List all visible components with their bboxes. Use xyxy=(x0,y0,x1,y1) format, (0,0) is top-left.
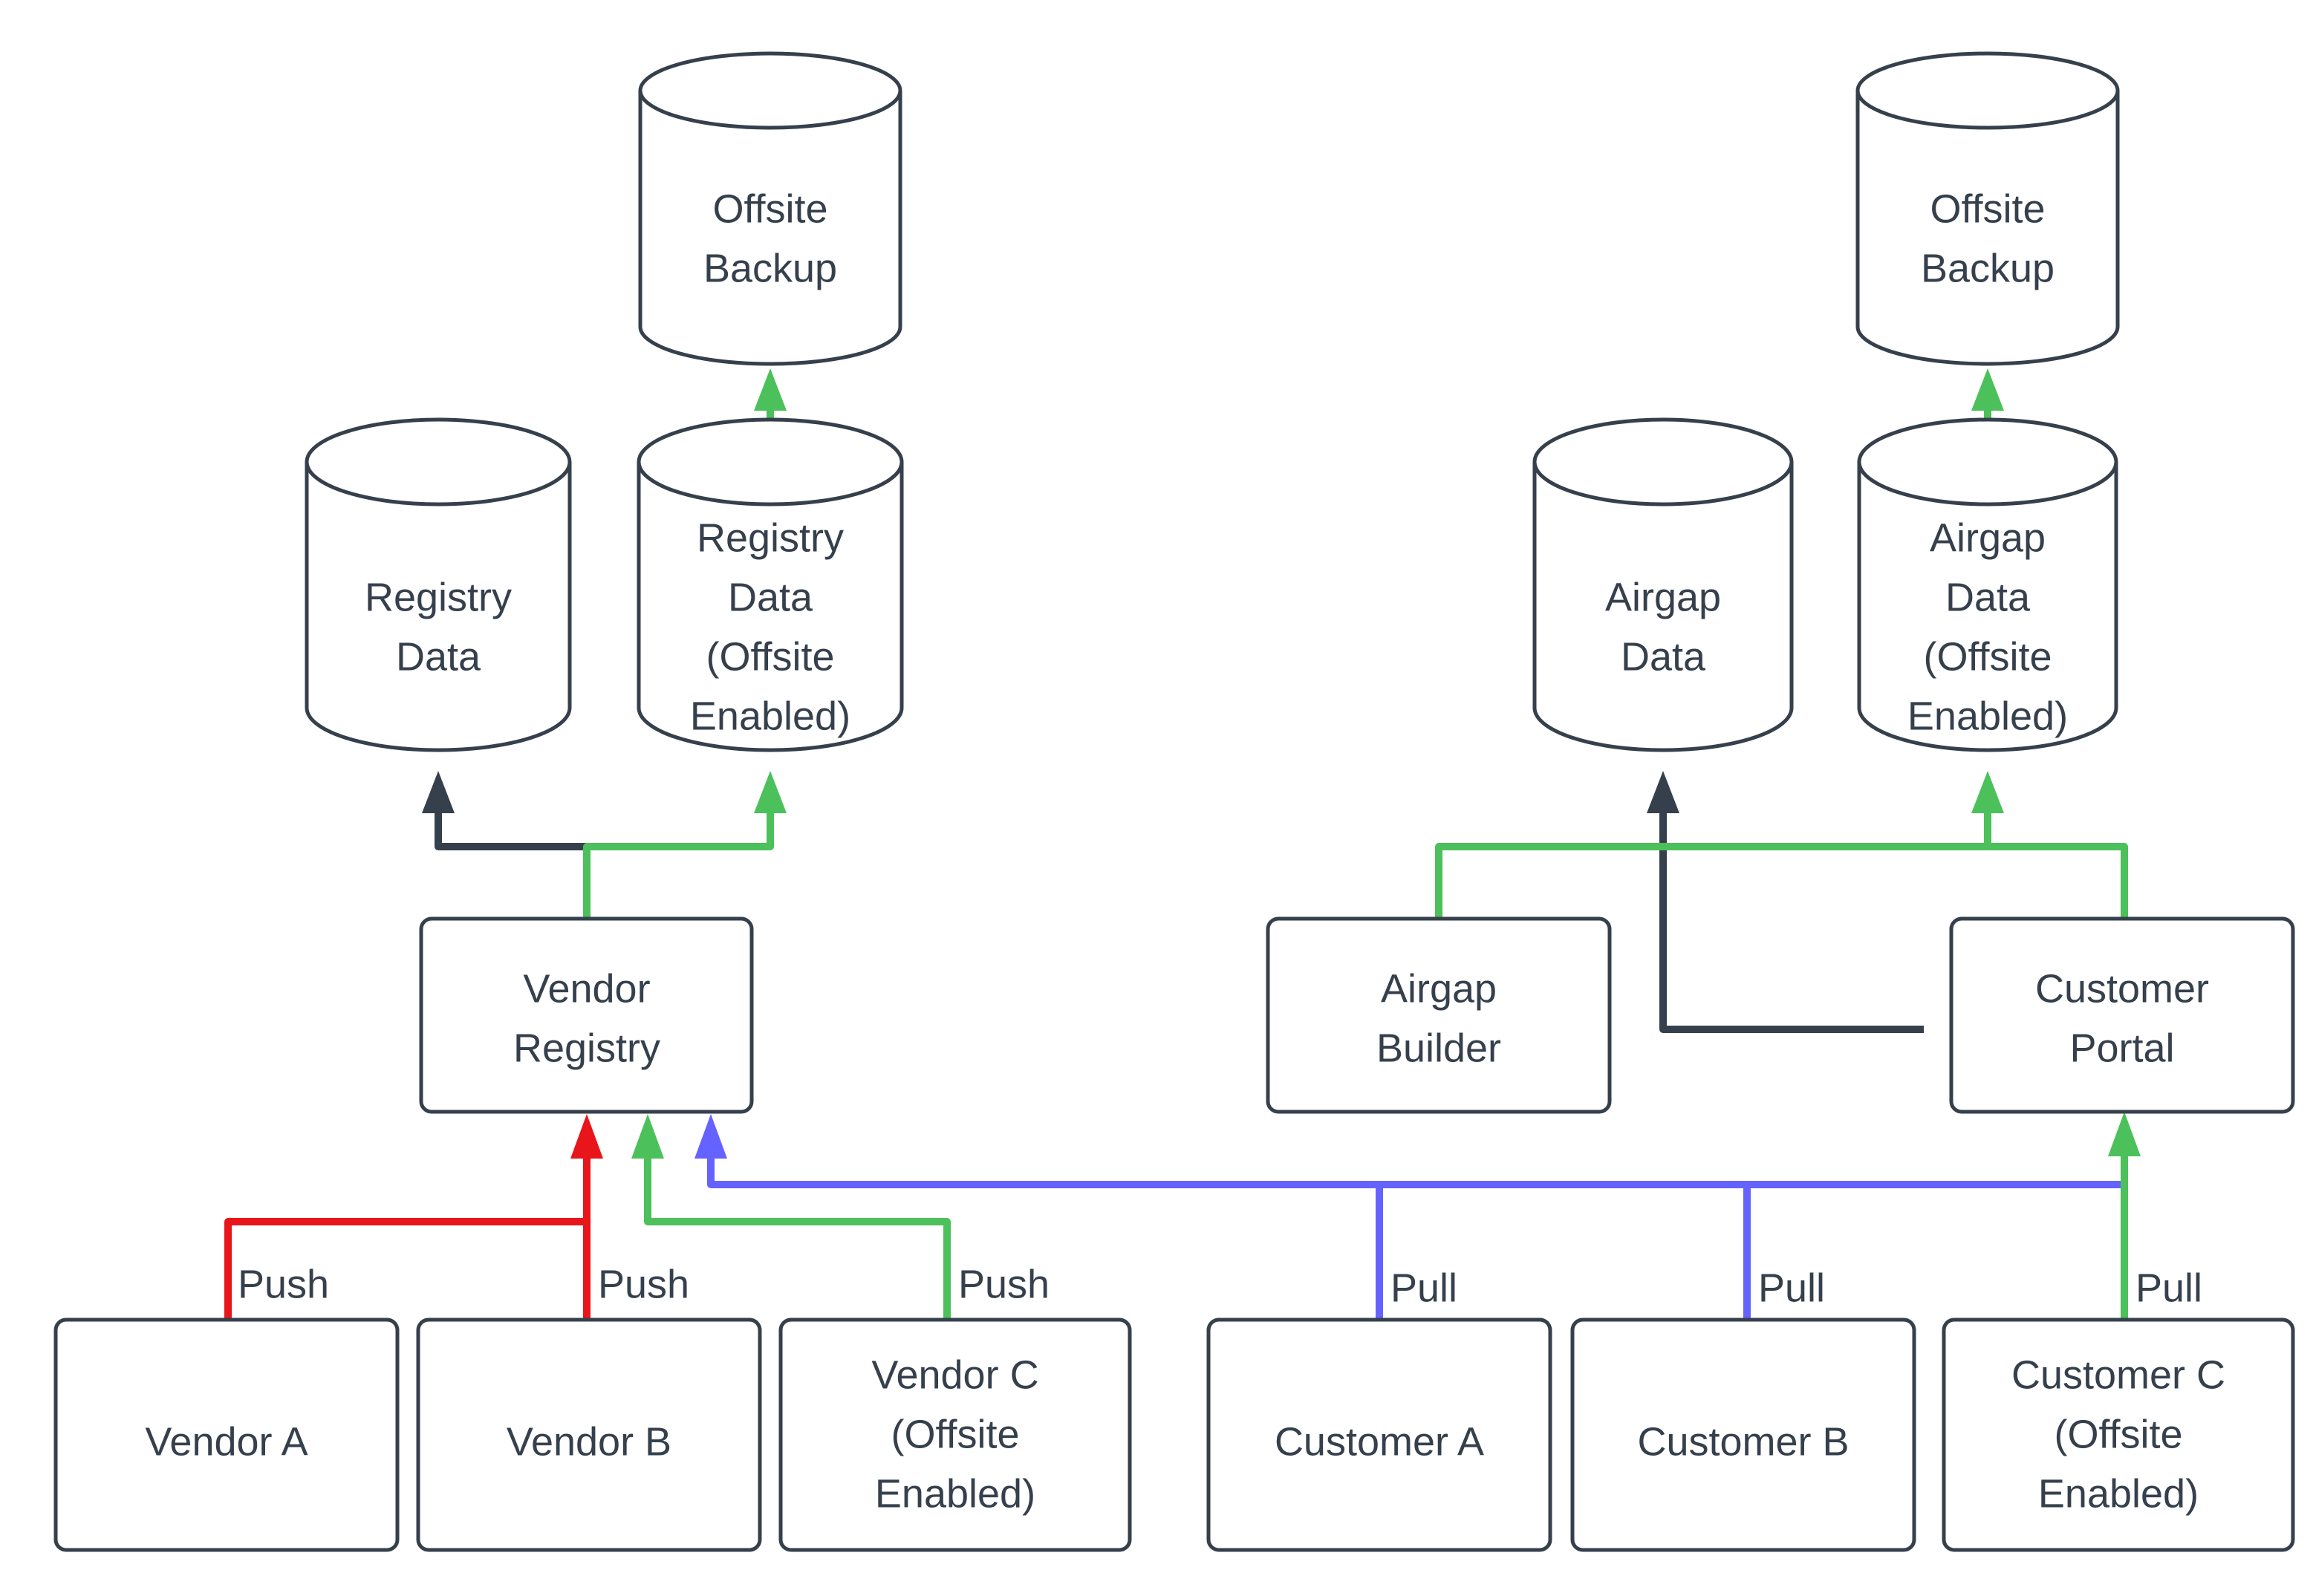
edge-airgap-builder-to-airgap-data-offsite xyxy=(1435,771,2004,919)
registry-data-offsite-label-2: Data xyxy=(728,575,813,619)
edge-vendor-registry-to-registry-data-offsite xyxy=(583,771,787,919)
airgap-data-offsite-label-4: Enabled) xyxy=(1907,694,2068,738)
node-vendor-c[interactable]: Vendor C (Offsite Enabled) xyxy=(778,1317,1132,1552)
node-registry-data-offsite[interactable]: Registry Data (Offsite Enabled) xyxy=(637,417,904,752)
node-customer-portal[interactable]: Customer Portal xyxy=(1949,916,2295,1114)
node-vendor-a[interactable]: Vendor A xyxy=(53,1317,400,1552)
vendor-registry-label-1: Vendor xyxy=(523,966,650,1011)
airgap-data-offsite-label-3: (Offsite xyxy=(1923,634,2052,679)
edge-label-vendor-b-push: Push xyxy=(598,1262,689,1306)
registry-data-offsite-label-1: Registry xyxy=(697,515,844,560)
registry-data-offsite-label-4: Enabled) xyxy=(690,694,850,738)
node-vendor-registry[interactable]: Vendor Registry xyxy=(419,916,754,1114)
edge-label-customer-b-pull: Pull xyxy=(1758,1266,1825,1310)
edge-vendor-c-push xyxy=(631,1114,951,1318)
customer-c-label-1: Customer C xyxy=(2011,1352,2225,1397)
vendor-b-label-1: Vendor B xyxy=(507,1419,671,1464)
airgap-data-offsite-label-2: Data xyxy=(1945,575,2031,619)
customer-b-label-1: Customer B xyxy=(1637,1419,1849,1464)
edge-vendor-registry-to-registry-data xyxy=(422,771,591,919)
edge-customer-portal-to-airgap-data xyxy=(1647,771,1924,1033)
offsite-backup-right-label-1: Offsite xyxy=(1930,186,2045,231)
vendor-registry-label-2: Registry xyxy=(513,1026,660,1070)
edge-label-customer-a-pull: Pull xyxy=(1390,1266,1457,1310)
edge-label-customer-c-pull: Pull xyxy=(2135,1266,2202,1310)
customer-c-label-2: (Offsite xyxy=(2054,1412,2182,1456)
customer-portal-label-2: Portal xyxy=(2069,1026,2174,1070)
edge-customer-b-pull xyxy=(711,1181,2124,1318)
customer-c-label-3: Enabled) xyxy=(2038,1471,2199,1516)
edge-label-vendor-c-push: Push xyxy=(958,1262,1050,1306)
airgap-data-offsite-label-1: Airgap xyxy=(1930,515,2046,560)
airgap-data-label-2: Data xyxy=(1621,634,1706,679)
node-airgap-builder[interactable]: Airgap Builder xyxy=(1266,916,1612,1114)
offsite-backup-left-label-1: Offsite xyxy=(712,186,827,231)
edge-customer-portal-to-airgap-data-offsite xyxy=(1984,797,2128,919)
node-offsite-backup-left[interactable]: Offsite Backup xyxy=(638,51,902,366)
node-customer-a[interactable]: Customer A xyxy=(1206,1317,1552,1552)
customer-a-label-1: Customer A xyxy=(1275,1419,1484,1464)
airgap-data-label-1: Airgap xyxy=(1605,575,1721,619)
offsite-backup-right-label-2: Backup xyxy=(1921,246,2055,290)
offsite-backup-left-label-2: Backup xyxy=(703,246,837,290)
airgap-builder-label-1: Airgap xyxy=(1381,966,1497,1011)
node-customer-b[interactable]: Customer B xyxy=(1570,1317,1916,1552)
registry-data-offsite-label-3: (Offsite xyxy=(706,634,834,679)
airgap-builder-label-2: Builder xyxy=(1376,1026,1501,1070)
node-airgap-data-offsite[interactable]: Airgap Data (Offsite Enabled) xyxy=(1857,417,2118,752)
edge-label-vendor-a-push: Push xyxy=(238,1262,329,1306)
node-vendor-b[interactable]: Vendor B xyxy=(416,1317,762,1552)
edge-label-layer: Push Push Push Pull Pull Pull xyxy=(238,1262,2202,1310)
vendor-c-label-3: Enabled) xyxy=(875,1471,1035,1516)
registry-data-label-2: Data xyxy=(396,634,481,679)
edge-layer xyxy=(224,368,2141,1318)
registry-data-label-1: Registry xyxy=(365,575,512,619)
vendor-c-label-2: (Offsite xyxy=(891,1412,1019,1456)
customer-portal-label-1: Customer xyxy=(2035,966,2209,1011)
vendor-a-label-1: Vendor A xyxy=(145,1419,308,1464)
node-registry-data[interactable]: Registry Data xyxy=(305,417,572,752)
node-customer-c[interactable]: Customer C (Offsite Enabled) xyxy=(1942,1317,2295,1552)
vendor-c-label-1: Vendor C xyxy=(871,1352,1038,1397)
node-offsite-backup-right[interactable]: Offsite Backup xyxy=(1855,51,2120,366)
node-airgap-data[interactable]: Airgap Data xyxy=(1532,417,1794,752)
edge-customer-c-pull xyxy=(2108,1112,2141,1318)
